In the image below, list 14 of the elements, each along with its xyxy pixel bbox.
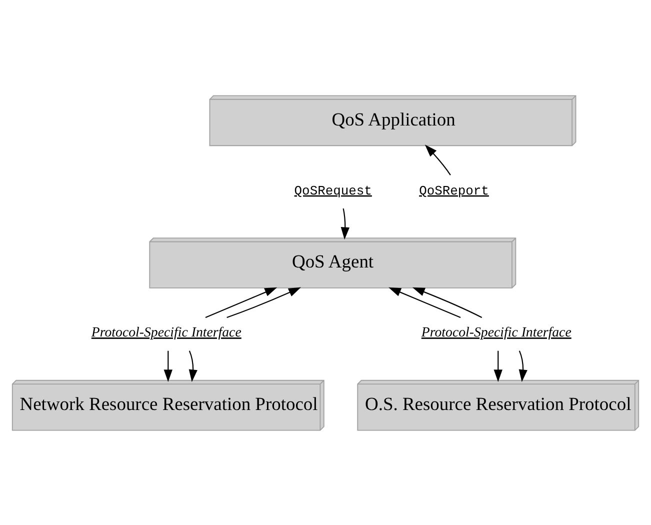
arrow [494, 350, 502, 382]
arrow [205, 286, 278, 318]
arrow [340, 208, 350, 240]
node-text: QoSReport [419, 182, 489, 198]
node-text: QoSRequest [294, 182, 372, 198]
arrow [188, 350, 198, 382]
arrow [412, 286, 482, 318]
arrow [518, 350, 528, 382]
arrow [424, 144, 451, 175]
arrow [164, 350, 172, 382]
arrow [388, 286, 461, 318]
node-text: Protocol-Specific Interface [421, 324, 572, 339]
arrow [226, 286, 301, 318]
node-text: Protocol-Specific Interface [91, 324, 242, 339]
